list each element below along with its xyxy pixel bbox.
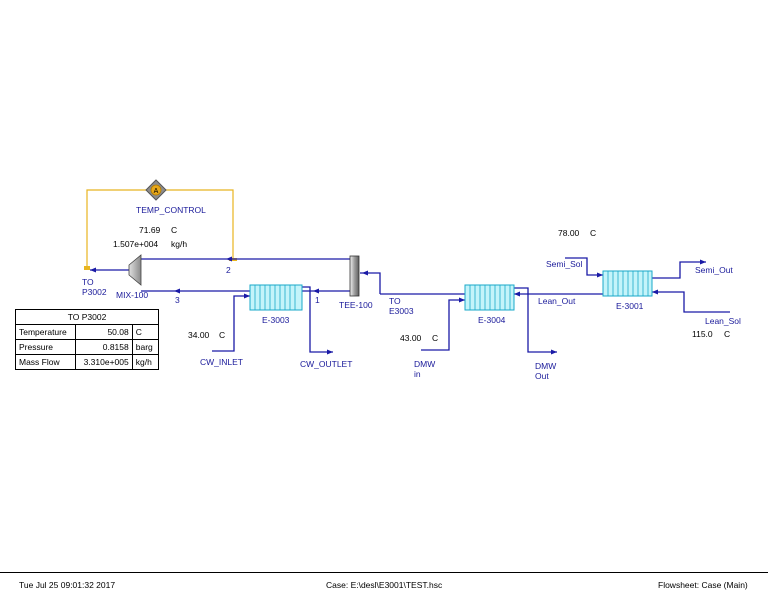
semi-temp: 78.00 <box>558 228 580 238</box>
footer-case: Case: E:\desl\E3001\TEST.hsc <box>326 580 443 590</box>
stream-lines <box>90 256 730 355</box>
temp-control-label: TEMP_CONTROL <box>136 205 206 215</box>
property-value: 3.310e+005 <box>74 354 133 370</box>
footer-datetime: Tue Jul 25 09:01:32 2017 <box>19 580 116 590</box>
footer-flowsheet: Flowsheet: Case (Main) <box>658 580 748 590</box>
lean-sol-label: Lean_Sol <box>705 316 741 326</box>
lean-out-label: Lean_Out <box>538 296 576 306</box>
semi-out-line[interactable] <box>652 261 706 279</box>
controller-letter: A <box>154 188 159 195</box>
to-p3002-property-table: TO P3002 Temperature 50.08 C Pressure 0.… <box>15 309 160 370</box>
lean-temp: 115.0 <box>692 329 713 339</box>
controller-signal-loop <box>84 189 237 270</box>
lean-unit: C <box>724 329 730 339</box>
process-flowsheet: A TEMP_CONTROL 71.69 C 1.507e+004 kg/h <box>82 179 741 381</box>
property-unit: C <box>131 324 160 340</box>
cw-inlet-unit: C <box>219 330 225 340</box>
property-value: 50.08 <box>74 324 133 340</box>
ctrl-temp-value: 71.69 <box>139 225 161 235</box>
property-table-title: TO P3002 <box>15 309 159 325</box>
e-3004-label: E-3004 <box>478 315 506 325</box>
property-unit: barg <box>131 339 160 355</box>
e-3001-exchanger[interactable] <box>602 270 653 297</box>
table-row: Temperature 50.08 C <box>15 324 160 340</box>
property-label: Mass Flow <box>15 354 76 370</box>
temp-control-unit[interactable]: A <box>145 179 167 201</box>
e-3003-exchanger[interactable] <box>249 284 303 311</box>
cw-outlet-line[interactable] <box>302 286 333 353</box>
cw-inlet-temp: 34.00 <box>188 330 210 340</box>
semi-sol-line[interactable] <box>565 257 603 276</box>
cw-outlet-label: CW_OUTLET <box>300 359 352 369</box>
footer-bar: Tue Jul 25 09:01:32 2017 Case: E:\desl\E… <box>0 572 768 594</box>
dmw-unit: C <box>432 333 438 343</box>
stream-3-label: 3 <box>175 295 180 305</box>
cw-inlet-label: CW_INLET <box>200 357 243 367</box>
ctrl-flow-unit: kg/h <box>171 239 187 249</box>
semi-out-label: Semi_Out <box>695 265 733 275</box>
property-label: Pressure <box>15 339 76 355</box>
property-label: Temperature <box>15 324 76 340</box>
property-value: 0.8158 <box>74 339 133 355</box>
stream-2-label: 2 <box>226 265 231 275</box>
tee-100-label: TEE-100 <box>339 300 373 310</box>
e-3003-label: E-3003 <box>262 315 290 325</box>
semi-sol-label: Semi_Sol <box>546 259 582 269</box>
mix-100-unit[interactable] <box>128 254 142 286</box>
ctrl-flow-value: 1.507e+004 <box>113 239 158 249</box>
tee-100-unit[interactable] <box>349 255 360 297</box>
dmw-in-line[interactable] <box>421 299 465 351</box>
cw-inlet-line[interactable] <box>212 295 250 352</box>
mix-100-label: MIX-100 <box>116 290 148 300</box>
table-row: Pressure 0.8158 barg <box>15 339 160 355</box>
stream-1-label: 1 <box>315 295 320 305</box>
dmw-out-line[interactable] <box>514 287 557 353</box>
lean-sol-line[interactable] <box>652 291 730 313</box>
ctrl-temp-unit: C <box>171 225 177 235</box>
table-row: Mass Flow 3.310e+005 kg/h <box>15 354 160 370</box>
to-e3003-line-b[interactable] <box>360 272 381 294</box>
e-3001-label: E-3001 <box>616 301 644 311</box>
property-unit: kg/h <box>131 354 160 370</box>
e-3004-exchanger[interactable] <box>464 284 515 311</box>
dmw-temp: 43.00 <box>400 333 422 343</box>
semi-unit: C <box>590 228 596 238</box>
